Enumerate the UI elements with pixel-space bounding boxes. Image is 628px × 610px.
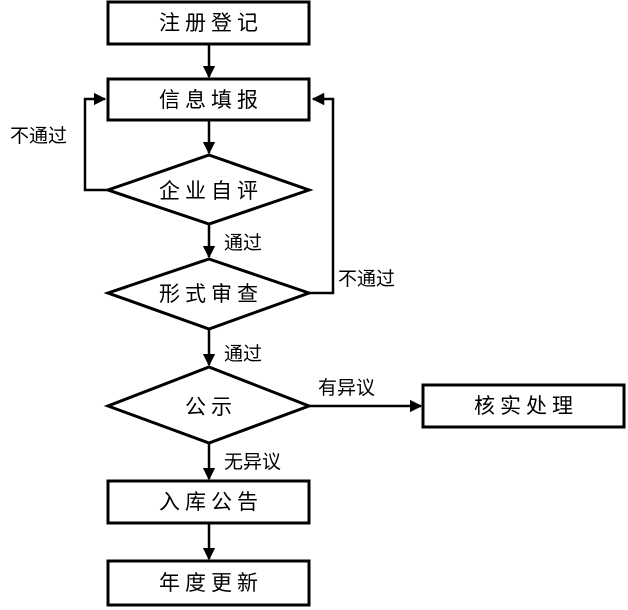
node-publicity-diamond: [103, 365, 314, 445]
node-formal-review-diamond: [103, 257, 314, 331]
edge-label-self-eval-pass: 通过: [224, 232, 262, 254]
node-announce-label: 入库公告: [159, 490, 263, 514]
node-verify-box: [421, 383, 626, 429]
node-verify-label: 核实处理: [474, 394, 578, 418]
node-info-fill-box: [106, 77, 311, 122]
node-announce-box: [106, 479, 311, 525]
node-annual-update-label: 年度更新: [159, 571, 263, 595]
node-info-fill-label: 信息填报: [159, 88, 263, 112]
node-register-label: 注册登记: [159, 11, 263, 35]
node-publicity-label: 公示: [185, 395, 237, 419]
edge-selfeval-fail-loop: [83, 92, 108, 192]
edge-label-review-fail: 不通过: [338, 268, 395, 290]
edge-label-review-pass: 通过: [224, 343, 262, 365]
node-formal-review-label: 形式审查: [159, 282, 263, 306]
node-self-eval-diamond: [103, 153, 314, 226]
edge-label-self-eval-fail: 不通过: [10, 125, 67, 147]
node-register-box: [106, 0, 311, 46]
edge-review-fail-loop: [309, 92, 335, 295]
node-self-eval-label: 企业自评: [159, 179, 263, 203]
edge-label-no-objection: 无异议: [224, 451, 281, 473]
edge-label-has-objection: 有异议: [318, 377, 375, 399]
node-annual-update-box: [106, 559, 311, 607]
